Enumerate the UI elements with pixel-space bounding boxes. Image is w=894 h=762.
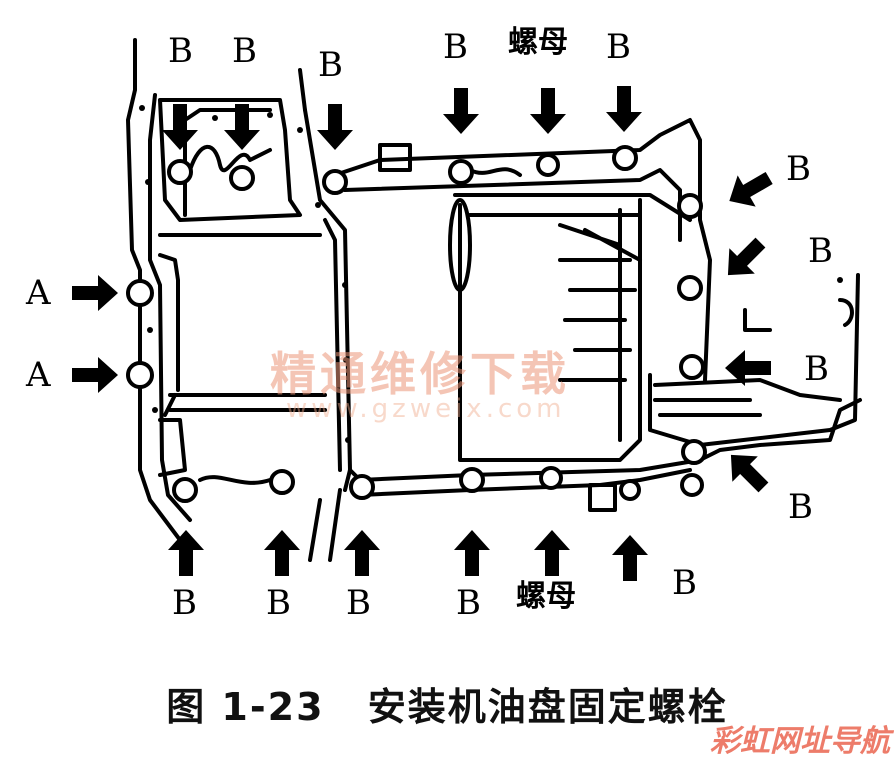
figure-caption: 图 1-23 安装机油盘固定螺栓 <box>0 676 894 731</box>
bolt-hole <box>679 354 705 380</box>
label-b: B <box>808 231 833 271</box>
label-b: B <box>443 27 468 67</box>
bolt-hole <box>167 159 193 185</box>
main-pan-outline <box>333 118 712 382</box>
bolt-hole <box>536 153 560 177</box>
bolt-hole <box>172 477 198 503</box>
bolt-hole <box>612 145 638 171</box>
bolt-hole <box>126 361 154 389</box>
label-b: B <box>788 487 813 527</box>
label-b: B <box>318 45 343 85</box>
bolt-hole <box>680 473 704 497</box>
bolt-hole <box>126 279 154 307</box>
bolt-hole <box>681 439 707 465</box>
label-b: B <box>456 583 481 623</box>
label-b: B <box>266 583 291 623</box>
center-divider <box>303 108 352 492</box>
bolt-hole <box>459 467 485 493</box>
bolt-hole <box>448 159 474 185</box>
label-b: B <box>672 563 697 603</box>
right-flange <box>648 273 860 447</box>
bolt-hole <box>677 275 703 301</box>
label-b: B <box>786 149 811 189</box>
bolt-hole <box>677 193 703 219</box>
bolt-hole <box>349 474 375 500</box>
label-b: B <box>172 583 197 623</box>
bolt-hole <box>619 479 641 501</box>
lower-frame <box>348 398 862 482</box>
watermark-site-name: 精通维修下载 <box>270 347 570 401</box>
label-b: B <box>804 349 829 389</box>
bolt-hole <box>322 169 348 195</box>
watermark-corner: 彩虹网址导航 <box>710 724 890 759</box>
label-a: A <box>26 273 51 313</box>
label-a: A <box>26 355 51 395</box>
watermark-site-url: www.gzweix.com <box>286 394 566 424</box>
label-b: B <box>606 27 631 67</box>
bolt-hole <box>269 469 295 495</box>
label-nut-bottom: 螺母 <box>516 579 576 614</box>
label-b: B <box>346 583 371 623</box>
bolt-hole <box>229 165 255 191</box>
caption-text: 安装机油盘固定螺栓 <box>367 685 728 729</box>
label-b: B <box>232 31 257 71</box>
label-b: B <box>168 31 193 71</box>
caption-number: 图 1-23 <box>166 685 325 729</box>
upper-left-chamber <box>158 98 302 222</box>
bolt-hole <box>539 466 563 490</box>
label-nut-top: 螺母 <box>508 25 568 60</box>
